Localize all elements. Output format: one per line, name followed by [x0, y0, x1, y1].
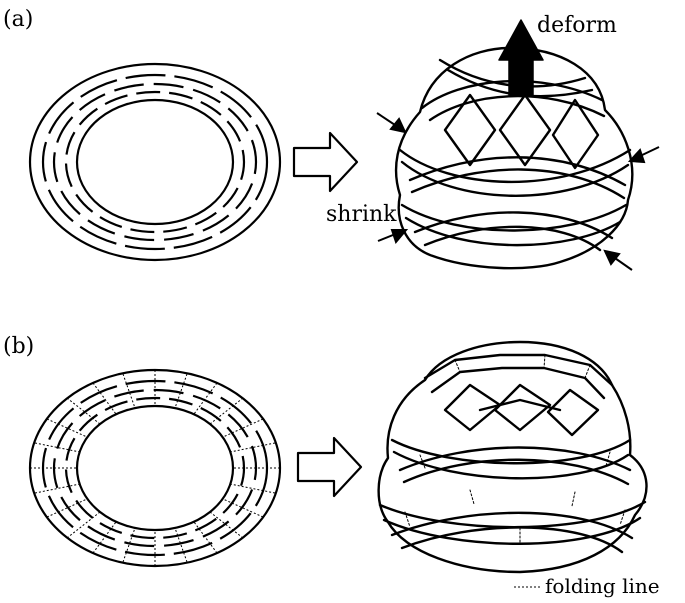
flat-ring-a — [28, 62, 282, 262]
shrink-arrow-icon — [376, 112, 407, 134]
woven-dome-b — [377, 340, 648, 574]
shrink-arrows — [376, 112, 660, 271]
panel-b-label: (b) — [3, 334, 34, 359]
shrink-arrow-icon — [627, 146, 660, 164]
shrink-arrow-icon — [377, 229, 409, 245]
legend-folding-line: folding line — [514, 574, 660, 598]
deform-arrow-icon — [498, 19, 544, 96]
arrow-right-icon — [292, 131, 359, 193]
arrow-right-icon — [296, 436, 363, 498]
deform-label: deform — [537, 13, 617, 38]
flat-ring-b — [28, 368, 282, 568]
folding-lines — [30, 370, 280, 566]
legend-folding-line-label: folding line — [545, 574, 660, 598]
shrink-label: shrink — [326, 202, 397, 227]
panel-a-label: (a) — [3, 7, 33, 32]
shrink-arrow-icon — [603, 249, 633, 271]
panel-a: (a) — [3, 7, 660, 271]
panel-b: (b) — [3, 334, 660, 598]
